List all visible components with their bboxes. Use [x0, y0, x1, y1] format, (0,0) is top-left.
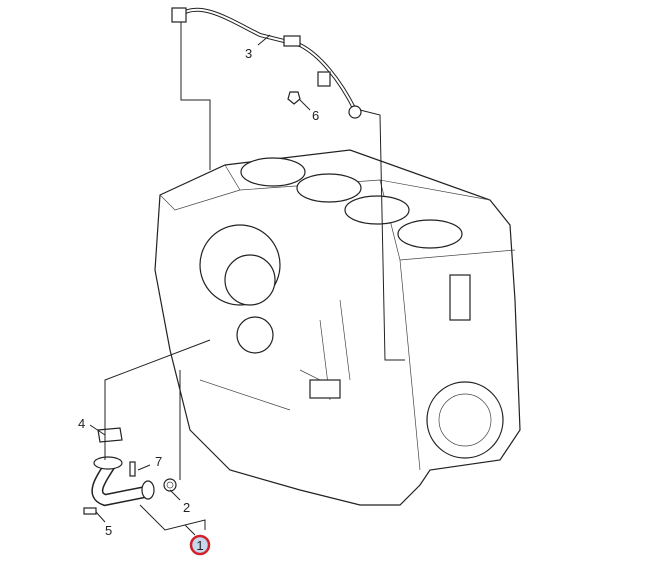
callout-1[interactable]: 1: [189, 534, 211, 556]
callout-2[interactable]: 2: [183, 500, 190, 515]
callout-7[interactable]: 7: [155, 454, 162, 469]
oil-feed-pipe: [171, 7, 362, 119]
callout-4[interactable]: 4: [78, 416, 85, 431]
oil-return-pipe: [83, 427, 177, 515]
callout-6[interactable]: 6: [312, 108, 319, 123]
callout-3[interactable]: 3: [245, 46, 252, 61]
leader-lines: [89, 22, 405, 536]
callout-5[interactable]: 5: [105, 523, 112, 538]
engine-block: [154, 149, 521, 506]
callout-label-1: 1: [196, 538, 203, 553]
